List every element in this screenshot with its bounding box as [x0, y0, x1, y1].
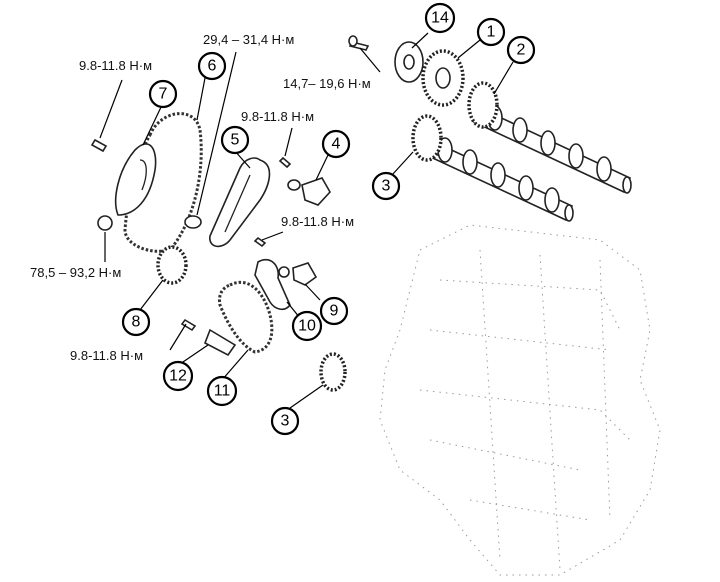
callout-14: 14 [424, 2, 456, 34]
callout-1: 1 [476, 17, 506, 47]
callout-2-number: 2 [517, 42, 526, 59]
torque-label-cam-bolt: 14,7– 19,6 Н·м [283, 76, 371, 91]
callout-4: 4 [321, 129, 351, 159]
callout-9: 9 [319, 296, 349, 326]
lever-bolt [180, 318, 197, 332]
callout-11: 11 [206, 375, 238, 407]
cam-sprocket-plate-hole [403, 54, 415, 70]
callout-12: 12 [162, 360, 194, 392]
crankshaft-sprocket [156, 245, 188, 285]
callout-10-number: 10 [298, 318, 316, 335]
callout-3-upper: 3 [371, 171, 401, 201]
callout-3-lower-number: 3 [281, 413, 290, 430]
callout-6-number: 6 [208, 58, 217, 75]
torque-label-crankshaft-bolt: 78,5 – 93,2 Н·м [30, 265, 121, 280]
crankshaft-washer [97, 215, 113, 231]
torque-label-tensioner-pivot: 29,4 – 31,4 Н·м [203, 32, 294, 47]
callout-3-upper-number: 3 [382, 178, 391, 195]
guide-bolt-upper [90, 138, 108, 153]
torque-label-lever-bolt: 9.8-11.8 Н·м [70, 348, 143, 363]
callout-7-number: 7 [159, 86, 168, 103]
balance-tensioner [278, 262, 318, 286]
chain-guide-rib [139, 159, 147, 191]
callout-1-number: 1 [487, 24, 496, 41]
engine-block-sketch [379, 224, 661, 576]
cam-bolt [348, 35, 370, 51]
tensioner-pivot-bolt [184, 215, 202, 229]
callout-2: 2 [506, 35, 536, 65]
callout-8: 8 [121, 307, 151, 337]
callout-10: 10 [291, 310, 323, 342]
callout-4-number: 4 [332, 136, 341, 153]
callout-5-number: 5 [231, 132, 240, 149]
chain-guide [114, 143, 157, 216]
tensioner-arm-edge [224, 174, 251, 233]
torque-label-guide-bolt-upper: 9.8-11.8 Н·м [79, 58, 152, 73]
callout-11-number: 11 [214, 383, 231, 400]
callout-7: 7 [148, 79, 178, 109]
callout-14-number: 14 [431, 10, 449, 27]
callout-6: 6 [197, 51, 227, 81]
balance-chain-lever [203, 328, 237, 357]
cvvt-sprocket-hub [435, 67, 451, 89]
callout-8-number: 8 [132, 314, 141, 331]
torque-label-tensioner-bolt: 9.8-11.8 Н·м [241, 109, 314, 124]
balance-shaft-chain [218, 280, 274, 354]
callout-3-lower: 3 [270, 406, 300, 436]
tensioner-bolt [278, 156, 292, 169]
intake-camshaft [472, 105, 632, 194]
intake-cam-sprocket [467, 81, 499, 129]
tensioner-arm [209, 157, 271, 248]
callout-9-number: 9 [330, 303, 339, 320]
balance-shaft-sprocket [319, 352, 347, 392]
guide-bolt-lower [253, 236, 267, 248]
callout-12-number: 12 [169, 368, 187, 385]
chain-tensioner [287, 177, 331, 206]
callout-5: 5 [220, 125, 250, 155]
exhaust-cam-sprocket [411, 114, 443, 162]
leader-lines [99, 32, 514, 409]
torque-label-guide-bolt-lower: 9.8-11.8 Н·м [281, 214, 354, 229]
